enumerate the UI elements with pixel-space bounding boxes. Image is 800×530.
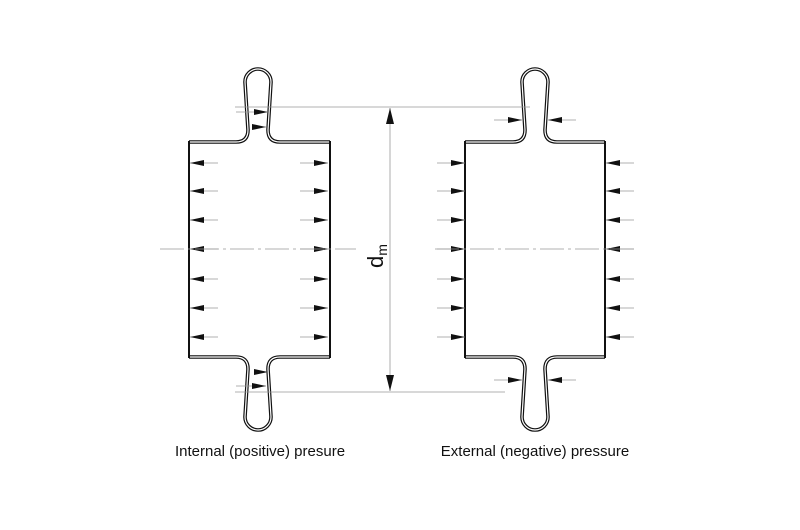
- pressure-arrow: [190, 305, 204, 311]
- pressure-arrow: [190, 160, 204, 166]
- pressure-arrow: [252, 383, 266, 389]
- dimension-arrow-top: [386, 108, 394, 124]
- pressure-arrow: [508, 117, 522, 123]
- external-bellows-bottom-convolution-inner: [465, 356, 605, 431]
- pressure-arrow: [451, 188, 465, 194]
- pressure-arrow: [606, 276, 620, 282]
- pressure-arrow: [451, 160, 465, 166]
- pressure-arrow: [606, 334, 620, 340]
- pressure-arrow: [606, 160, 620, 166]
- dimension-label: dm: [363, 244, 390, 268]
- caption-external-pressure: External (negative) pressure: [440, 443, 630, 460]
- pressure-arrow: [606, 305, 620, 311]
- external-bellows-top-convolution: [465, 67, 605, 144]
- pressure-arrow: [254, 369, 268, 375]
- pressure-arrow: [606, 217, 620, 223]
- pressure-arrow: [508, 377, 522, 383]
- pressure-arrow: [451, 276, 465, 282]
- pressure-arrow: [606, 188, 620, 194]
- pressure-arrow: [314, 305, 328, 311]
- pressure-arrow: [451, 305, 465, 311]
- pressure-arrow: [314, 276, 328, 282]
- pressure-arrow: [254, 109, 268, 115]
- dimension-arrow-bottom: [386, 375, 394, 391]
- internal-bellows-bottom-convolution: [189, 355, 330, 432]
- pressure-arrow: [314, 334, 328, 340]
- caption-internal-pressure: Internal (positive) presure: [174, 443, 346, 460]
- pressure-arrow: [548, 377, 562, 383]
- internal-bellows-bottom-convolution-inner: [189, 356, 330, 431]
- internal-bellows-top-convolution-inner: [189, 68, 330, 143]
- external-bellows-bottom-convolution: [465, 355, 605, 432]
- pressure-arrow: [190, 217, 204, 223]
- pressure-arrow: [314, 217, 328, 223]
- pressure-arrow: [190, 276, 204, 282]
- pressure-arrow: [314, 188, 328, 194]
- pressure-arrow: [252, 124, 266, 130]
- pressure-arrow: [451, 217, 465, 223]
- internal-bellows-top-convolution: [189, 67, 330, 144]
- pressure-arrow: [548, 117, 562, 123]
- pressure-arrow: [314, 160, 328, 166]
- pressure-arrow: [190, 188, 204, 194]
- external-bellows-top-convolution-inner: [465, 68, 605, 143]
- dimension-subscript: m: [374, 244, 390, 256]
- pressure-arrow: [190, 334, 204, 340]
- pressure-arrow: [451, 334, 465, 340]
